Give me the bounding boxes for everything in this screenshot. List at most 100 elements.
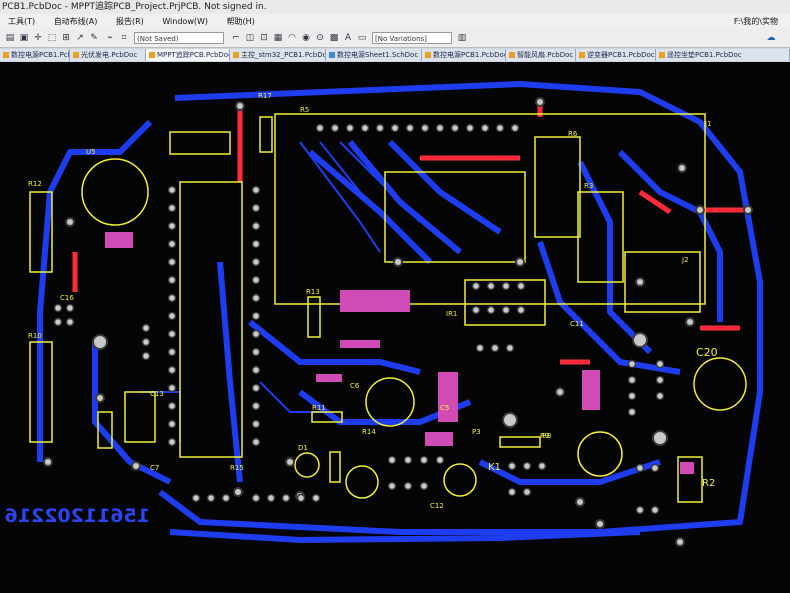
via-icon[interactable]: ◉ xyxy=(302,33,310,43)
pin xyxy=(311,493,321,503)
pcb-doc-icon xyxy=(3,52,9,58)
pin xyxy=(167,257,177,267)
pin xyxy=(465,123,475,133)
pcb-doc-icon xyxy=(579,52,585,58)
tab-doc-5[interactable]: 数控电源PCB1.PcbDoc xyxy=(422,49,506,61)
pin xyxy=(403,455,413,465)
pin xyxy=(510,123,520,133)
align-icon[interactable]: ⊞ xyxy=(62,33,70,43)
pin xyxy=(516,305,526,315)
pin xyxy=(486,305,496,315)
pin xyxy=(505,343,515,353)
move-icon[interactable]: ✛ xyxy=(34,33,42,43)
snap-icon[interactable]: ⌗ xyxy=(121,33,127,43)
label-c11: C11 xyxy=(570,320,584,328)
silk-r14 xyxy=(329,451,341,483)
pin xyxy=(522,487,532,497)
pin xyxy=(251,221,261,231)
label-r9: R9 xyxy=(540,432,549,440)
menu-report[interactable]: 报告(R) xyxy=(115,17,144,26)
variations-select[interactable]: [No Variations] xyxy=(372,32,452,44)
silk-j1 xyxy=(169,131,231,155)
place-icon[interactable]: ⌐ xyxy=(232,33,240,43)
toolbar: ▤ ▣ ✛ ⬚ ⊞ ↗ ✎ ⌁ ⌗ (Not Saved) ⌐ ◫ ⊡ ▦ ◠ … xyxy=(0,29,790,48)
pin xyxy=(387,481,397,491)
pad xyxy=(131,461,141,471)
trace-diag xyxy=(537,241,681,375)
pin xyxy=(191,493,201,503)
silk-u1 xyxy=(179,181,243,458)
wire-icon[interactable]: ⌁ xyxy=(107,33,113,43)
pad xyxy=(515,257,525,267)
path-readout: F:\我的\实物 xyxy=(733,17,778,26)
tab-doc-4[interactable]: 数控电源Sheet1.SchDoc xyxy=(326,49,422,61)
silk-u3 xyxy=(384,171,526,263)
pin xyxy=(167,221,177,231)
pcb-doc-icon xyxy=(659,52,665,58)
pcb-canvas[interactable]: R17 U5 R12 J1 R5 R3 R2 C16 R10 C6 R13 R1… xyxy=(0,62,790,593)
pin xyxy=(167,347,177,357)
pad xyxy=(675,537,685,547)
cloud-icon[interactable]: ☁ xyxy=(766,33,776,43)
pin xyxy=(281,493,291,503)
draw-icon[interactable]: ✎ xyxy=(90,33,98,43)
save-icon[interactable]: ▣ xyxy=(19,33,29,43)
trace-bottom-bus xyxy=(169,529,641,543)
pad xyxy=(635,277,645,287)
header-pins xyxy=(53,123,665,515)
menu-window[interactable]: Window(W) xyxy=(162,17,209,26)
pin xyxy=(167,275,177,285)
pcb-doc-icon xyxy=(425,52,431,58)
open-icon[interactable]: ▤ xyxy=(5,33,15,43)
pin xyxy=(167,419,177,429)
smd-part-f xyxy=(680,462,694,474)
menu-tools[interactable]: 工具(T) xyxy=(8,17,36,26)
tab-doc-3[interactable]: 主控_stm32_PCB1.PcbDoc xyxy=(230,49,326,61)
tab-doc-2[interactable]: MPPT追踪PCB.PcbDoc xyxy=(146,49,230,61)
label-c12: C12 xyxy=(430,502,444,510)
pcb-doc-icon xyxy=(233,52,239,58)
pin xyxy=(330,123,340,133)
silk-c5 xyxy=(365,377,415,427)
label-ir1: IR1 xyxy=(446,310,457,318)
route-icon[interactable]: ↗ xyxy=(76,33,84,43)
saved-state-select[interactable]: (Not Saved) xyxy=(134,32,224,44)
tab-doc-7[interactable]: 逆变器PCB1.PcbDoc xyxy=(576,49,656,61)
pad-icon[interactable]: ⊙ xyxy=(316,33,324,43)
variant-icon[interactable]: ▥ xyxy=(457,33,467,43)
pin xyxy=(65,303,75,313)
pin xyxy=(167,293,177,303)
dimension-icon[interactable]: ▭ xyxy=(357,33,367,43)
text-icon[interactable]: A xyxy=(344,33,352,43)
pin xyxy=(537,461,547,471)
pin xyxy=(627,391,637,401)
pin xyxy=(141,323,151,333)
grid-icon[interactable]: ⊡ xyxy=(260,33,268,43)
pad xyxy=(65,217,75,227)
fill-icon[interactable]: ▩ xyxy=(329,33,339,43)
tab-doc-8[interactable]: 遥控坐垫PCB1.PcbDoc xyxy=(656,49,790,61)
pin xyxy=(53,317,63,327)
trace-vertical xyxy=(217,261,243,483)
bottom-layer-traces xyxy=(72,102,750,365)
smd-tr1 xyxy=(340,290,410,312)
label-r2: R2 xyxy=(702,478,715,489)
tab-doc-6[interactable]: 智能风扇.PcbDoc xyxy=(506,49,576,61)
menu-help[interactable]: 帮助(H) xyxy=(226,17,255,26)
label-r8: R8 xyxy=(542,432,551,440)
silk-r6 xyxy=(534,136,581,238)
pin xyxy=(167,185,177,195)
pin xyxy=(251,239,261,249)
tab-doc-0[interactable]: 数控电源PCB1.PcbDoc xyxy=(0,49,70,61)
silk-c20 xyxy=(693,357,747,411)
pin xyxy=(486,281,496,291)
select-icon[interactable]: ⬚ xyxy=(47,33,57,43)
component-icon[interactable]: ▦ xyxy=(273,33,283,43)
measure-icon[interactable]: ◫ xyxy=(245,33,255,43)
menu-autoroute[interactable]: 自动布线(A) xyxy=(53,17,98,26)
pin xyxy=(251,203,261,213)
tab-doc-1[interactable]: 光伏发电.PcbDoc xyxy=(70,49,146,61)
arc-icon[interactable]: ◠ xyxy=(288,33,296,43)
pin xyxy=(419,455,429,465)
pin xyxy=(345,123,355,133)
